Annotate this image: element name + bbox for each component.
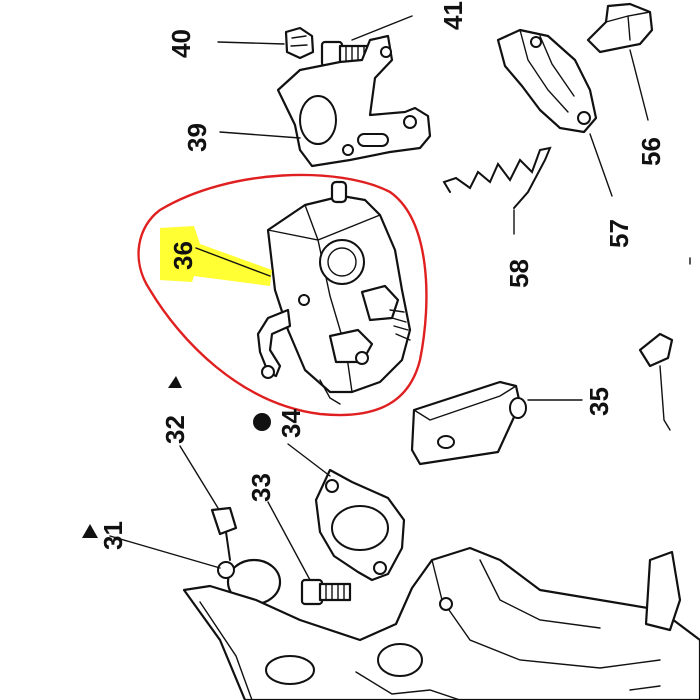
label-part-31: 31 [98,521,128,550]
part-34-gasket [314,468,406,582]
leader-34 [287,443,331,477]
label-part-34: 34 [276,409,306,438]
leader-41 [351,15,413,41]
marker-triangle-31 [82,524,98,538]
part-57-linkage [496,28,598,134]
engine-housing [182,546,700,700]
label-part-36: 36 [168,241,198,270]
leader-32 [179,445,219,509]
label-part-32: 32 [160,415,190,444]
red-highlight-circle [137,173,428,417]
label-part-57: 57 [604,219,634,248]
label-part-56: 56 [636,137,666,166]
marker-triangle-32 [168,376,182,388]
part-58-spring [442,146,552,209]
leader-40 [217,41,285,45]
part-35-plate [410,380,527,466]
leader-33 [267,501,311,581]
right-edge-partial-parts [629,257,691,691]
leader-31 [109,535,221,569]
label-part-33: 33 [246,473,276,502]
label-part-58: 58 [504,259,534,288]
label-part-39: 39 [182,123,212,152]
part-33-screw [300,578,352,606]
leader-57 [589,133,613,197]
part-32-pin [210,506,238,561]
part-56-tab [586,2,654,54]
label-part-41: 41 [438,1,468,30]
part-40-nut [284,26,315,60]
leader-56 [629,49,649,121]
leader-39 [219,131,301,139]
leader-36 [195,247,271,277]
part-39-bracket [276,34,432,168]
part-36-carburetor [256,180,412,405]
label-part-35: 35 [584,387,614,416]
label-part-40: 40 [166,29,196,58]
marker-dot-34 [253,413,271,431]
